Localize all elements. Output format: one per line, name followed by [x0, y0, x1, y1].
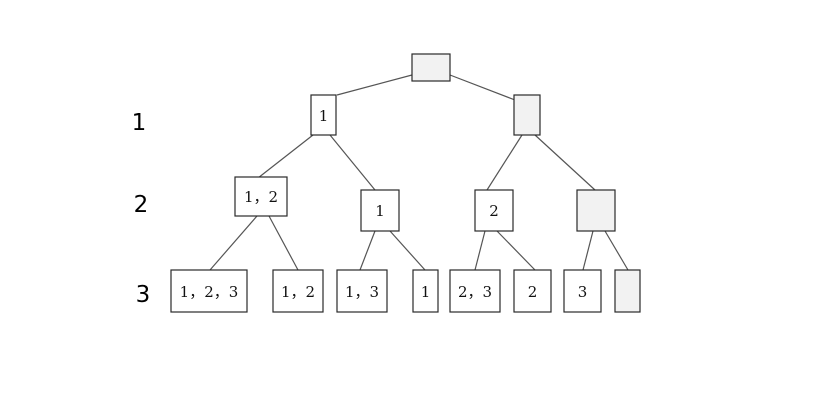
- edge-root-l1-right: [449, 74, 516, 101]
- node-l1-left: 1: [310, 94, 337, 136]
- node-l2-a: 1，2: [234, 176, 288, 217]
- node-l2-a-label: 1，2: [244, 188, 278, 206]
- node-l3-e: 2，3: [449, 269, 501, 313]
- edge-root-l1-left: [336, 74, 413, 96]
- node-l2-c: 2: [474, 189, 514, 232]
- edge-l2b-l3d: [389, 230, 426, 271]
- edge-l2a-l3b: [268, 215, 299, 271]
- level-label-3: 3: [136, 282, 151, 308]
- edge-l2c-l3f: [496, 230, 536, 271]
- edge-l2b-l3c: [359, 230, 376, 271]
- edge-l2c-l3e: [474, 230, 486, 271]
- node-l2-d-box: [576, 189, 616, 232]
- node-l3-f-box: [513, 269, 552, 313]
- node-l3-d-label: 1: [421, 283, 431, 301]
- node-l1-left-label: 1: [319, 107, 329, 125]
- node-l3-g-label: 3: [578, 283, 588, 301]
- level-label-1: 1: [132, 110, 147, 136]
- node-l3-d-box: [412, 269, 439, 313]
- node-l3-a-label: 1，2，3: [180, 283, 239, 301]
- node-l2-b-label: 1: [375, 202, 385, 220]
- tree-edges: [209, 74, 629, 271]
- node-l1-right-box: [513, 94, 541, 136]
- edge-l1right-l2d: [534, 134, 596, 191]
- node-l3-g-box: [563, 269, 602, 313]
- node-l2-c-label: 2: [489, 202, 499, 220]
- node-l3-c-label: 1，3: [345, 283, 379, 301]
- node-l2-b-box: [360, 189, 400, 232]
- node-l3-a: 1，2，3: [170, 269, 248, 313]
- node-l3-d: 1: [412, 269, 439, 313]
- node-l3-e-label: 2，3: [458, 283, 492, 301]
- node-l1-left-box: [310, 94, 337, 136]
- node-l3-b-box: [272, 269, 324, 313]
- node-l3-h-box: [614, 269, 641, 313]
- node-l2-c-box: [474, 189, 514, 232]
- node-l3-f: 2: [513, 269, 552, 313]
- edge-l1left-l2a: [257, 134, 314, 179]
- edge-l1right-l2c: [486, 134, 523, 191]
- node-l3-c: 1，3: [336, 269, 388, 313]
- node-l3-b: 1，2: [272, 269, 324, 313]
- node-l3-b-label: 1，2: [281, 283, 315, 301]
- node-l3-f-label: 2: [528, 283, 538, 301]
- edge-l1left-l2b: [329, 134, 376, 191]
- node-l2-b: 1: [360, 189, 400, 232]
- node-l3-e-box: [449, 269, 501, 313]
- node-l3-a-box: [170, 269, 248, 313]
- node-l2-a-box: [234, 176, 288, 217]
- edge-l2d-l3h: [604, 230, 629, 271]
- node-l3-g: 3: [563, 269, 602, 313]
- node-l3-c-box: [336, 269, 388, 313]
- edge-l2d-l3g: [582, 230, 594, 271]
- level-label-2: 2: [134, 192, 149, 218]
- node-root-box: [411, 53, 451, 82]
- edge-l2a-l3a: [209, 215, 258, 271]
